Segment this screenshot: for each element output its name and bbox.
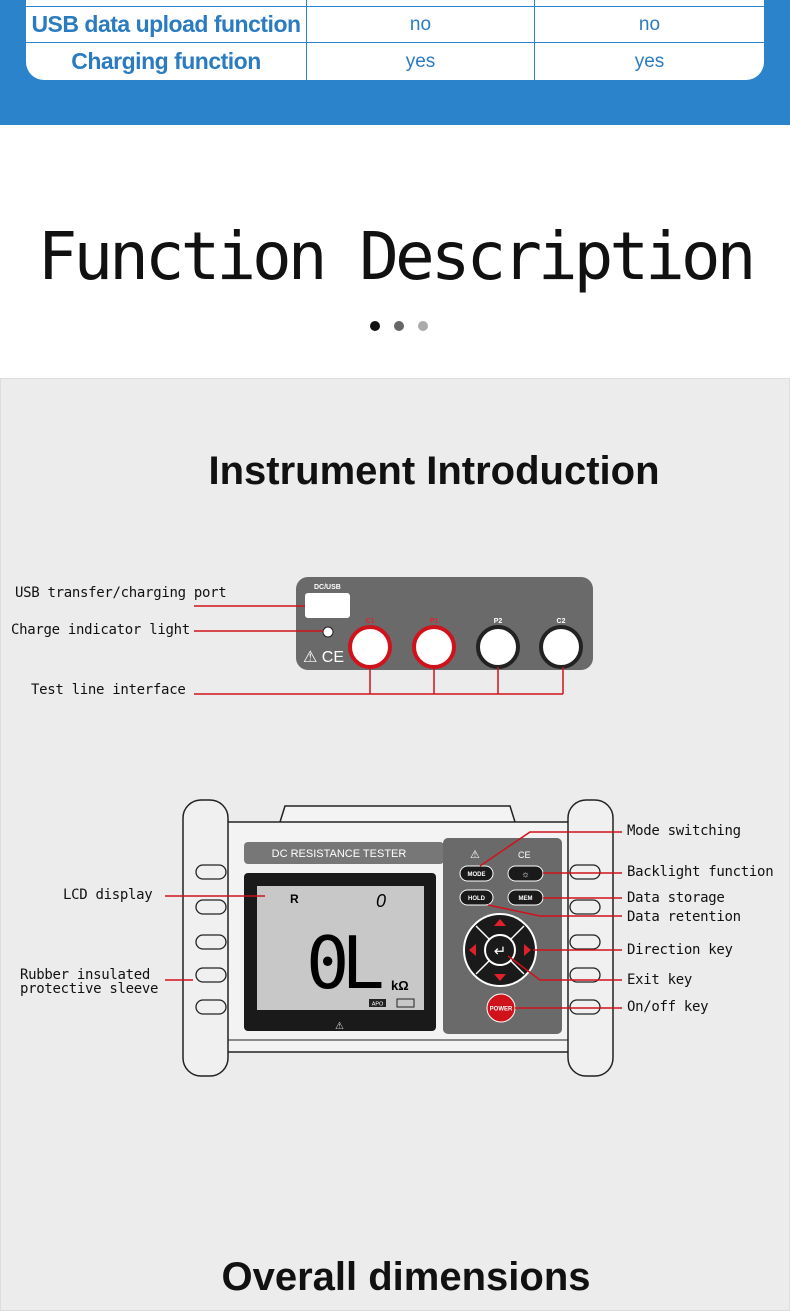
dot[interactable]	[394, 321, 404, 331]
intro-title: Instrument Introduction	[208, 449, 660, 493]
device-name-plate	[244, 842, 444, 864]
warning-ce-icon: ⚠ CE	[303, 649, 344, 666]
lcd-small-digit: 0	[376, 891, 386, 911]
warning-icon: ⚠	[470, 849, 480, 861]
mode-button[interactable]	[459, 865, 494, 882]
charge-indicator	[322, 626, 334, 638]
rubber-sleeve-left	[182, 799, 229, 1077]
cell: no	[638, 13, 661, 35]
usb-port	[305, 593, 350, 618]
cell: yes	[634, 50, 665, 72]
c2-jack	[539, 625, 583, 669]
table-row	[26, 0, 764, 7]
p1-label: P1	[430, 618, 439, 625]
p2-label: P2	[494, 618, 503, 625]
rubber-sleeve-right	[567, 799, 614, 1077]
c1-jack	[348, 625, 392, 669]
dot[interactable]	[418, 321, 428, 331]
ce-mark: CE	[518, 850, 531, 860]
dot[interactable]	[370, 321, 380, 331]
down-arrow-icon[interactable]	[494, 974, 506, 981]
hold-button[interactable]	[459, 889, 494, 906]
row-label: Charging function	[26, 43, 307, 80]
hold-label: HOLD	[468, 896, 486, 902]
rubber-sleeve-label: Rubber insulated protective sleeve	[20, 967, 159, 997]
backlight-label: Backlight function	[627, 864, 774, 880]
p2-jack	[476, 625, 520, 669]
table-row: USB data upload function no no	[26, 7, 764, 43]
enter-icon: ↵	[494, 943, 507, 960]
device-name: DC RESISTANCE TESTER	[272, 848, 407, 860]
direction-key-label: Direction key	[627, 942, 733, 958]
lcd-label: LCD display	[63, 887, 153, 903]
section-title: Function Description	[37, 218, 757, 295]
lcd-mode: R	[290, 892, 299, 906]
power-label: POWER	[490, 1007, 513, 1013]
data-storage-label: Data storage	[627, 890, 725, 906]
right-arrow-icon[interactable]	[524, 944, 531, 956]
mem-label: MEM	[519, 896, 533, 902]
onoff-key-label: On/off key	[627, 999, 709, 1015]
battery-icon	[396, 998, 415, 1008]
lcd-unit: kΩ	[391, 978, 409, 993]
usb-port-label: USB transfer/charging port	[15, 585, 227, 601]
warning-icon: ⚠	[335, 1021, 344, 1032]
spec-table: USB data upload function no no Charging …	[26, 0, 764, 80]
exit-key-label: Exit key	[627, 972, 693, 988]
mode-label: MODE	[468, 872, 486, 878]
port-label: DC/USB	[314, 584, 341, 591]
lcd-main-value: 0L	[306, 921, 382, 1005]
left-arrow-icon[interactable]	[469, 944, 476, 956]
carousel-dots	[370, 321, 428, 331]
exit-button[interactable]	[484, 934, 516, 966]
table-row: Charging function yes yes	[26, 43, 764, 80]
p1-jack	[412, 625, 456, 669]
charge-indicator-label: Charge indicator light	[11, 622, 190, 638]
c2-label: C2	[557, 618, 566, 625]
up-arrow-icon[interactable]	[494, 919, 506, 926]
cell: no	[307, 7, 535, 42]
backlight-icon: ☼	[521, 869, 529, 879]
apo-indicator: APO	[372, 1002, 384, 1008]
test-line-label: Test line interface	[31, 682, 186, 698]
row-label: USB data upload function	[26, 7, 307, 42]
data-retention-label: Data retention	[627, 909, 741, 925]
mode-switching-label: Mode switching	[627, 823, 741, 839]
lcd-screen	[257, 886, 424, 1010]
c1-label: C1	[366, 618, 375, 625]
spec-section: USB data upload function no no Charging …	[0, 0, 790, 125]
cell: yes	[307, 43, 535, 80]
dimensions-title: Overall dimensions	[221, 1255, 591, 1299]
